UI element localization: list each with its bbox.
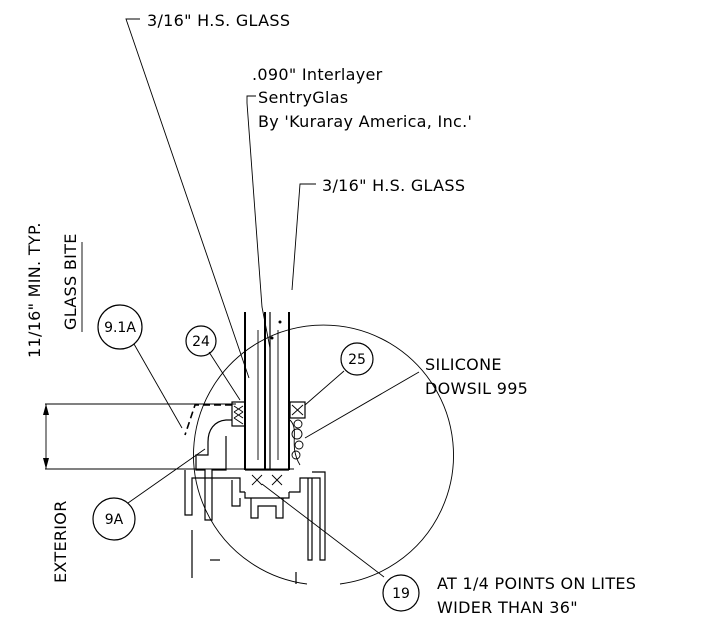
leader-9-1a: [133, 343, 183, 429]
callout-19: 19: [382, 574, 420, 612]
label-interlayer-1: .090" Interlayer: [252, 65, 383, 84]
label-silicone-1: SILICONE: [425, 355, 502, 374]
silicone-bead: [289, 419, 304, 466]
label-dimension: 11/16" MIN. TYP.: [25, 222, 44, 358]
laminated-glass: [244, 312, 290, 471]
callout-24: 24: [185, 325, 217, 357]
label-interlayer-2: SentryGlas: [258, 88, 348, 107]
svg-text:9.1A: 9.1A: [104, 320, 136, 336]
label-outer-glass: 3/16" H.S. GLASS: [147, 11, 290, 30]
svg-text:19: 19: [392, 586, 410, 602]
callout-9-1a: 9.1A: [97, 304, 143, 350]
frame-extrusion: [184, 470, 326, 584]
leader-outer-glass: [125, 18, 250, 379]
interior-gasket: [289, 401, 306, 419]
leader-interlayer: [246, 95, 271, 349]
callout-25: 25: [340, 342, 374, 376]
leader-25: [304, 370, 345, 406]
pressure-plate-dashed: [184, 404, 232, 436]
dimension-arrow-top: [43, 404, 49, 415]
leader-inner-glass: [291, 183, 316, 291]
label-interlayer-3: By 'Kuraray America, Inc.': [258, 112, 472, 131]
dimension-arrow-bottom: [43, 458, 49, 469]
detail-circle: [193, 324, 454, 585]
label-note-2: WIDER THAN 36": [437, 598, 578, 617]
label-inner-glass: 3/16" H.S. GLASS: [322, 176, 465, 195]
svg-text:24: 24: [192, 334, 210, 350]
exterior-cap-extrusion: [195, 419, 232, 521]
label-exterior: EXTERIOR: [51, 500, 70, 583]
callout-9a: 9A: [92, 497, 136, 541]
svg-text:9A: 9A: [105, 512, 124, 528]
label-note-1: AT 1/4 POINTS ON LITES: [437, 574, 636, 593]
exterior-gasket: [231, 401, 246, 427]
label-silicone-2: DOWSIL 995: [425, 379, 528, 398]
label-glass-bite: GLASS BITE: [61, 233, 80, 330]
leader-silicone: [304, 371, 420, 439]
leader-24: [208, 351, 241, 401]
leader-19: [261, 483, 385, 578]
svg-text:25: 25: [348, 352, 366, 368]
leader-9a: [127, 448, 206, 504]
setting-block: [251, 474, 283, 486]
